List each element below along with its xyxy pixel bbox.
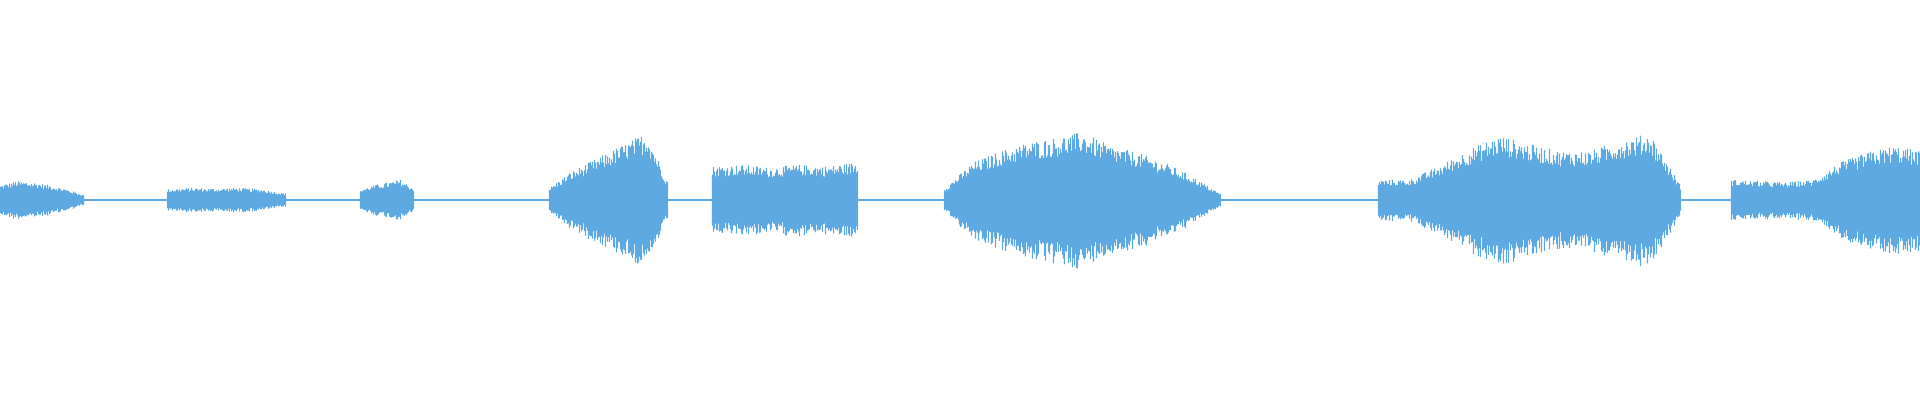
waveform-segment-5: [711, 163, 859, 237]
waveform-bars: [548, 137, 669, 264]
waveform-bars: [166, 187, 287, 213]
waveform-bars: [1730, 147, 1920, 254]
waveform-segment-2: [166, 187, 287, 213]
waveform-segment-8: [1730, 147, 1920, 254]
waveform-segment-1: [0, 181, 85, 219]
waveform-bars: [1377, 135, 1682, 267]
waveform-bars: [359, 180, 415, 220]
waveform-segment-6: [943, 133, 1222, 269]
waveform-segment-7: [1377, 135, 1682, 267]
waveform-bars: [0, 181, 85, 219]
waveform-bars: [711, 163, 859, 237]
waveform-bars: [943, 133, 1222, 269]
waveform-segment-3: [359, 180, 415, 220]
waveform-segment-4: [548, 137, 669, 264]
